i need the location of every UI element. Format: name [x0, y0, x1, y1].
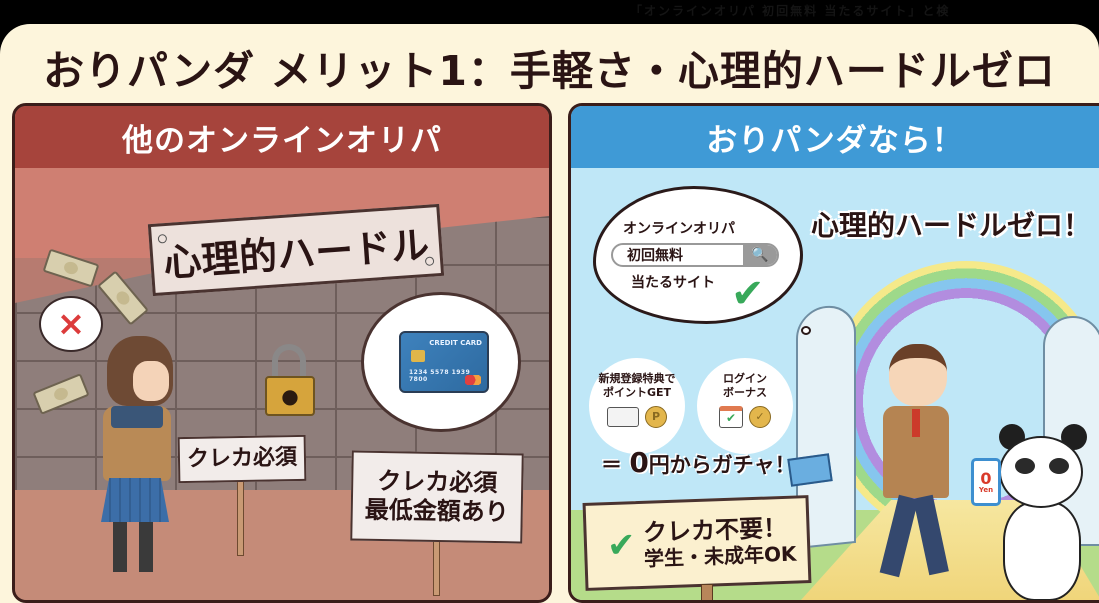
sign-post [433, 536, 440, 596]
thought-dot [801, 326, 811, 335]
card-icon [607, 406, 639, 427]
boy-tie [912, 409, 920, 437]
sign-line2: 学生・未成年OK [643, 541, 797, 572]
panel-header-other: 他のオンラインオリパ [15, 106, 549, 168]
calendar-check-icon: ✔ [719, 405, 743, 428]
search-icon: 🔍 [743, 245, 777, 265]
panda-eye [1049, 458, 1069, 474]
sign-text-line1: クレカ必須 [377, 467, 498, 498]
point-coin-icon: P [645, 405, 667, 428]
padlock-shackle-icon [272, 344, 306, 384]
boy-head [889, 344, 947, 406]
sign-post [237, 481, 244, 556]
card-pack-box-icon [787, 453, 833, 487]
top-caption: 「オンラインオリパ 初回無料 当たるサイト」と検 [630, 4, 951, 18]
signup-bonus-bubble: 新規登録特典で ポイントGET P [589, 358, 685, 454]
sign-text: クレカ必須 [186, 444, 298, 472]
oripanda-panel: おりパンダなら！ 心理的ハードルゼロ！ オンラインオリパ 初回無料 🔍 当たるサ… [568, 103, 1099, 603]
panda-eye [1015, 458, 1035, 474]
sign-text-line2: 最低金額あり [364, 495, 509, 527]
gacha-suffix: 円からガチャ！ [648, 453, 796, 477]
bubble-line1: ログイン [723, 372, 767, 385]
credit-card-required-sign: クレカ必須 [177, 434, 307, 484]
phone-unit: Yen [978, 485, 994, 494]
girl-collar [111, 406, 163, 428]
search-label: オンラインオリパ [623, 221, 735, 237]
card-chip-icon [411, 350, 425, 362]
smartphone-icon: 0 Yen [971, 458, 1001, 506]
girl-skirt [101, 478, 169, 522]
minimum-amount-sign: クレカ必須 最低金額あり [350, 450, 524, 544]
no-credit-card-sign: ✔ クレカ不要！ 学生・未成年OK [582, 495, 812, 591]
cross-thought-icon: × [39, 296, 103, 352]
search-input: 初回無料 🔍 [611, 243, 779, 267]
credit-card-title: CREDIT CARD [429, 339, 482, 347]
zero-yen-gacha-text: ＝ 0円からガチャ！ [601, 446, 796, 479]
other-oripa-panel: 他のオンラインオリパ 心理的ハードル × ● CREDIT CARD 1234 … [12, 103, 552, 603]
panel-header-oripanda: おりパンダなら！ [571, 106, 1099, 168]
girl-leg [113, 522, 127, 572]
girl-face [133, 361, 169, 401]
panda-head [999, 436, 1083, 508]
girl-leg [139, 522, 153, 572]
checkmark-icon: ✔ [731, 271, 765, 317]
search-sub-label: 当たるサイト [631, 275, 715, 291]
credit-card-number: 1234 5578 1939 7800 [409, 369, 471, 383]
search-value: 初回無料 [627, 248, 683, 264]
checkmark-icon: ✔ [606, 525, 637, 567]
phone-amount: 0 [980, 468, 992, 488]
coin-icon: ✓ [749, 405, 771, 428]
login-bonus-bubble: ログイン ボーナス ✔ ✓ [697, 358, 793, 454]
bubble-line2: ボーナス [723, 385, 767, 399]
card-brand-icon [465, 375, 481, 385]
bubble-line2: ポイントGET [602, 385, 672, 399]
credit-card-icon: CREDIT CARD 1234 5578 1939 7800 [399, 331, 489, 393]
zero-hurdle-headline: 心理的ハードルゼロ！ [811, 209, 1092, 242]
panda-body [1003, 501, 1081, 600]
gacha-zero: 0 [629, 446, 649, 479]
gacha-prefix: ＝ [601, 453, 630, 477]
padlock-icon: ● [265, 376, 315, 416]
bubble-line1: 新規登録特典で [598, 372, 676, 385]
page-title: おりパンダ メリット1：手軽さ・心理的ハードルゼロ [43, 47, 1056, 95]
sign-post [701, 584, 713, 600]
